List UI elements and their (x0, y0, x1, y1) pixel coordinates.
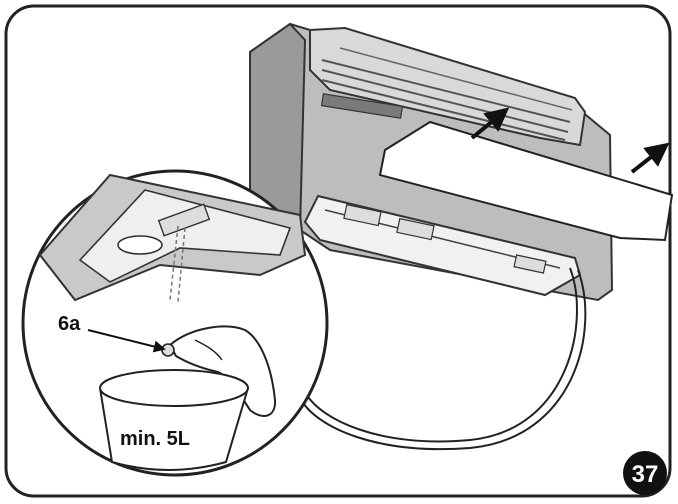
figure-number-badge: 37 (623, 451, 667, 495)
valve-pointer (87, 329, 166, 353)
magnified-detail: 6a min. 5L (21, 169, 329, 477)
drain-hose (304, 267, 578, 443)
removed-cover-panel (378, 120, 674, 242)
hand (168, 325, 277, 417)
drain-valve (161, 343, 175, 357)
valve-label: 6a (58, 313, 81, 335)
status-panel (320, 93, 404, 119)
bottom-cover-opening (303, 194, 582, 297)
figure-number: 37 (632, 461, 659, 488)
air-conditioner-unit (249, 22, 674, 302)
top-grille (309, 26, 587, 147)
direction-arrows (470, 107, 670, 174)
capacity-label: min. 5L (120, 428, 190, 450)
